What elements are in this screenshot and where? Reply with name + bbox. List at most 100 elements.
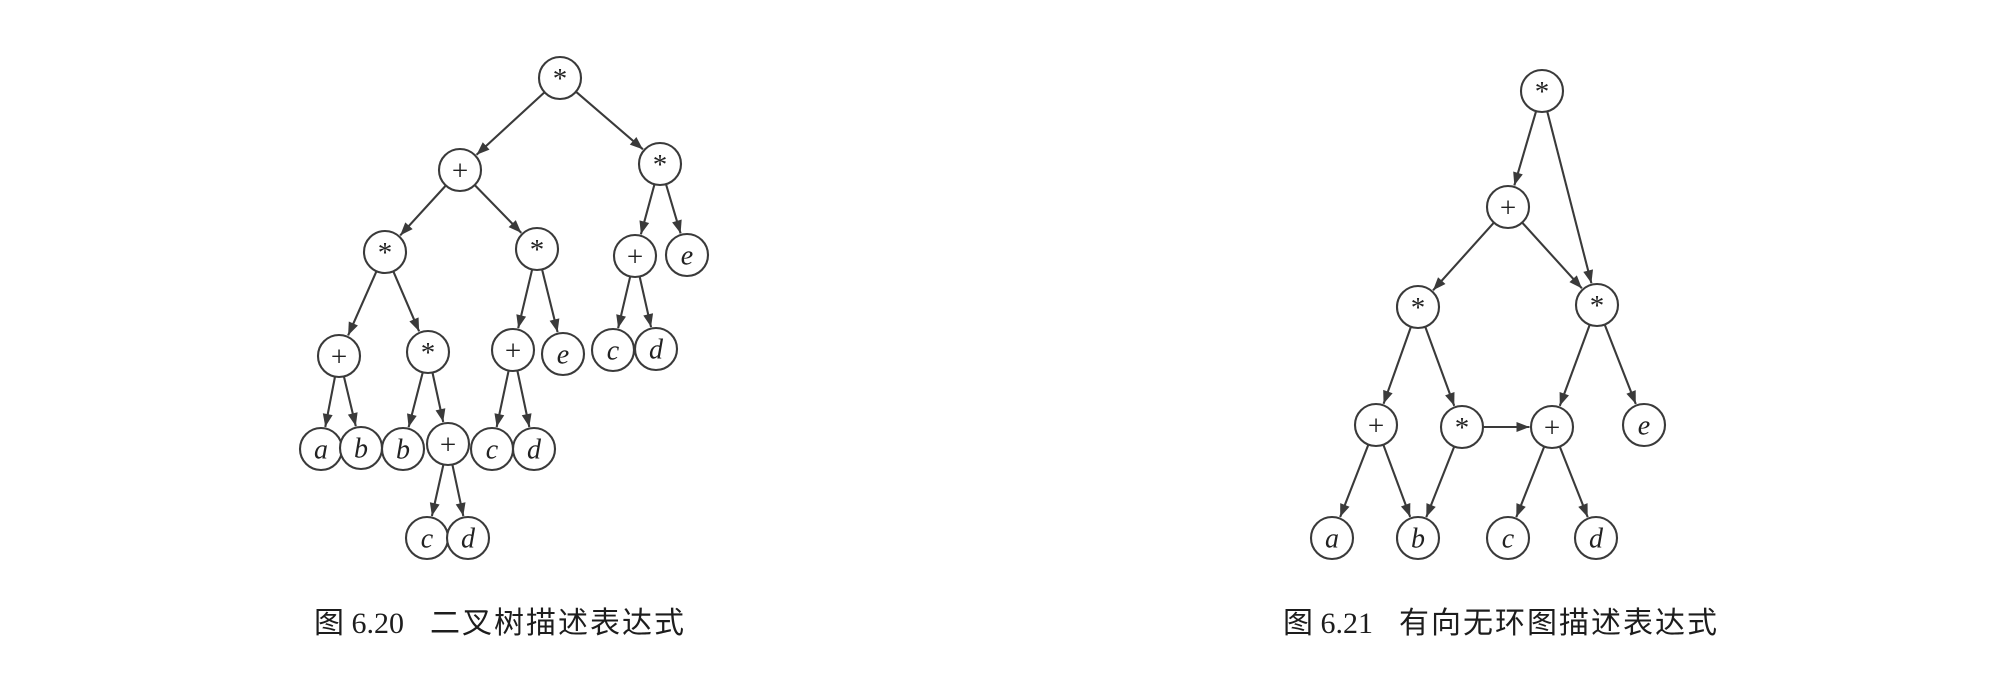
graph-node-m10[interactable]: c	[1485, 515, 1531, 561]
node-label: +	[1368, 410, 1384, 442]
node-label: e	[681, 241, 693, 272]
node-label: a	[1325, 524, 1339, 555]
graph-node-n12[interactable]: d	[633, 326, 679, 372]
graph-node-n2[interactable]: *	[637, 141, 683, 187]
node-label: *	[1455, 412, 1470, 444]
figure-dag: * + * * + * + e a b c d 图 6.21 有向无环图描述表达式	[1000, 0, 2002, 689]
graph-node-n4[interactable]: *	[514, 226, 560, 272]
graph-node-n5[interactable]: +	[612, 233, 658, 279]
edge-n7-n14	[342, 376, 358, 427]
edge-n3-n7	[347, 270, 378, 336]
edge-m0-m1	[1513, 110, 1538, 186]
graph-node-n18[interactable]: d	[511, 426, 557, 472]
graph-node-n7[interactable]: +	[316, 333, 362, 379]
edge-m3-m4	[1382, 326, 1412, 405]
graph-node-n8[interactable]: *	[405, 329, 451, 375]
node-label: *	[421, 337, 436, 369]
dag-canvas: * + * * + * + e a b c d	[1000, 0, 2002, 600]
edge-n4-n9	[516, 269, 534, 329]
graph-node-n17[interactable]: c	[469, 426, 515, 472]
node-label: a	[314, 435, 328, 466]
edge-n8-n15	[407, 372, 424, 428]
node-label: +	[331, 341, 347, 373]
graph-node-n10[interactable]: e	[540, 331, 586, 377]
edge-n5-n12	[638, 276, 654, 328]
graph-node-n13[interactable]: a	[298, 426, 344, 472]
graph-node-m5[interactable]: *	[1439, 404, 1485, 450]
graph-node-m3[interactable]: *	[1395, 284, 1441, 330]
graph-node-m2[interactable]: *	[1574, 282, 1620, 328]
graph-node-m8[interactable]: a	[1309, 515, 1355, 561]
node-label: +	[1544, 412, 1560, 444]
graph-node-n1[interactable]: +	[437, 147, 483, 193]
graph-node-n6[interactable]: e	[664, 232, 710, 278]
edge-m6-m10	[1515, 446, 1546, 518]
node-label: b	[1411, 524, 1425, 555]
node-label: +	[1500, 192, 1516, 224]
caption-title: 有向无环图描述表达式	[1399, 606, 1719, 641]
graph-node-m7[interactable]: e	[1621, 402, 1667, 448]
edge-n8-n16	[431, 372, 446, 423]
edge-n1-n4	[473, 184, 523, 234]
edge-m0-m2	[1546, 111, 1594, 284]
edge-n16-n19	[429, 464, 445, 517]
node-label: b	[354, 434, 368, 465]
node-label: *	[1535, 76, 1550, 108]
edge-n2-n6	[664, 183, 682, 234]
node-label: c	[1502, 524, 1515, 555]
edge-m2-m7	[1603, 324, 1637, 405]
node-label: +	[452, 155, 468, 187]
edge-m1-m2	[1521, 221, 1583, 290]
caption-figure-621: 图 6.21 有向无环图描述表达式	[1000, 598, 2002, 642]
node-label: e	[557, 340, 569, 371]
graph-node-n16[interactable]: +	[425, 421, 471, 467]
node-label: *	[553, 63, 568, 95]
graph-node-m4[interactable]: +	[1353, 402, 1399, 448]
graph-node-n19[interactable]: c	[404, 515, 450, 561]
edge-m4-m9	[1382, 444, 1412, 518]
graph-node-n0[interactable]: *	[537, 55, 583, 101]
graph-node-m0[interactable]: *	[1519, 68, 1565, 114]
node-label: e	[1638, 411, 1650, 442]
edge-n2-n5	[639, 183, 656, 235]
graph-node-m11[interactable]: d	[1573, 515, 1619, 561]
edge-n7-n13	[322, 376, 337, 428]
graph-node-n14[interactable]: b	[338, 425, 384, 471]
edge-n1-n3	[399, 184, 447, 237]
caption-number: 图 6.20	[314, 607, 404, 640]
caption-number: 图 6.21	[1283, 607, 1373, 640]
caption-title: 二叉树描述表达式	[430, 606, 686, 641]
graph-node-n9[interactable]: +	[490, 327, 536, 373]
edge-m5-m9	[1425, 446, 1456, 518]
node-label: c	[486, 435, 499, 466]
node-label: d	[649, 335, 664, 366]
edge-n16-n20	[451, 464, 466, 517]
edge-m6-m11	[1558, 446, 1589, 518]
node-label: d	[1589, 524, 1604, 555]
graph-node-n20[interactable]: d	[445, 515, 491, 561]
node-label: *	[653, 149, 668, 181]
edge-n0-n2	[575, 90, 644, 151]
node-label: *	[530, 234, 545, 266]
edge-m5-m6	[1483, 422, 1530, 432]
graph-node-m6[interactable]: +	[1529, 404, 1575, 450]
edge-n3-n8	[392, 270, 421, 332]
node-label: c	[421, 524, 434, 555]
graph-node-m9[interactable]: b	[1395, 515, 1441, 561]
graph-node-n3[interactable]: *	[362, 229, 408, 275]
edge-m1-m3	[1432, 221, 1495, 291]
edge-n0-n1	[475, 91, 546, 156]
edge-m3-m5	[1424, 326, 1456, 407]
edge-n9-n18	[516, 370, 532, 428]
node-label: d	[461, 524, 476, 555]
edge-n4-n10	[541, 269, 560, 333]
graph-node-m1[interactable]: +	[1485, 184, 1531, 230]
node-label: +	[505, 335, 521, 367]
node-label: +	[440, 429, 456, 461]
graph-node-n11[interactable]: c	[590, 327, 636, 373]
graph-node-n15[interactable]: b	[380, 426, 426, 472]
